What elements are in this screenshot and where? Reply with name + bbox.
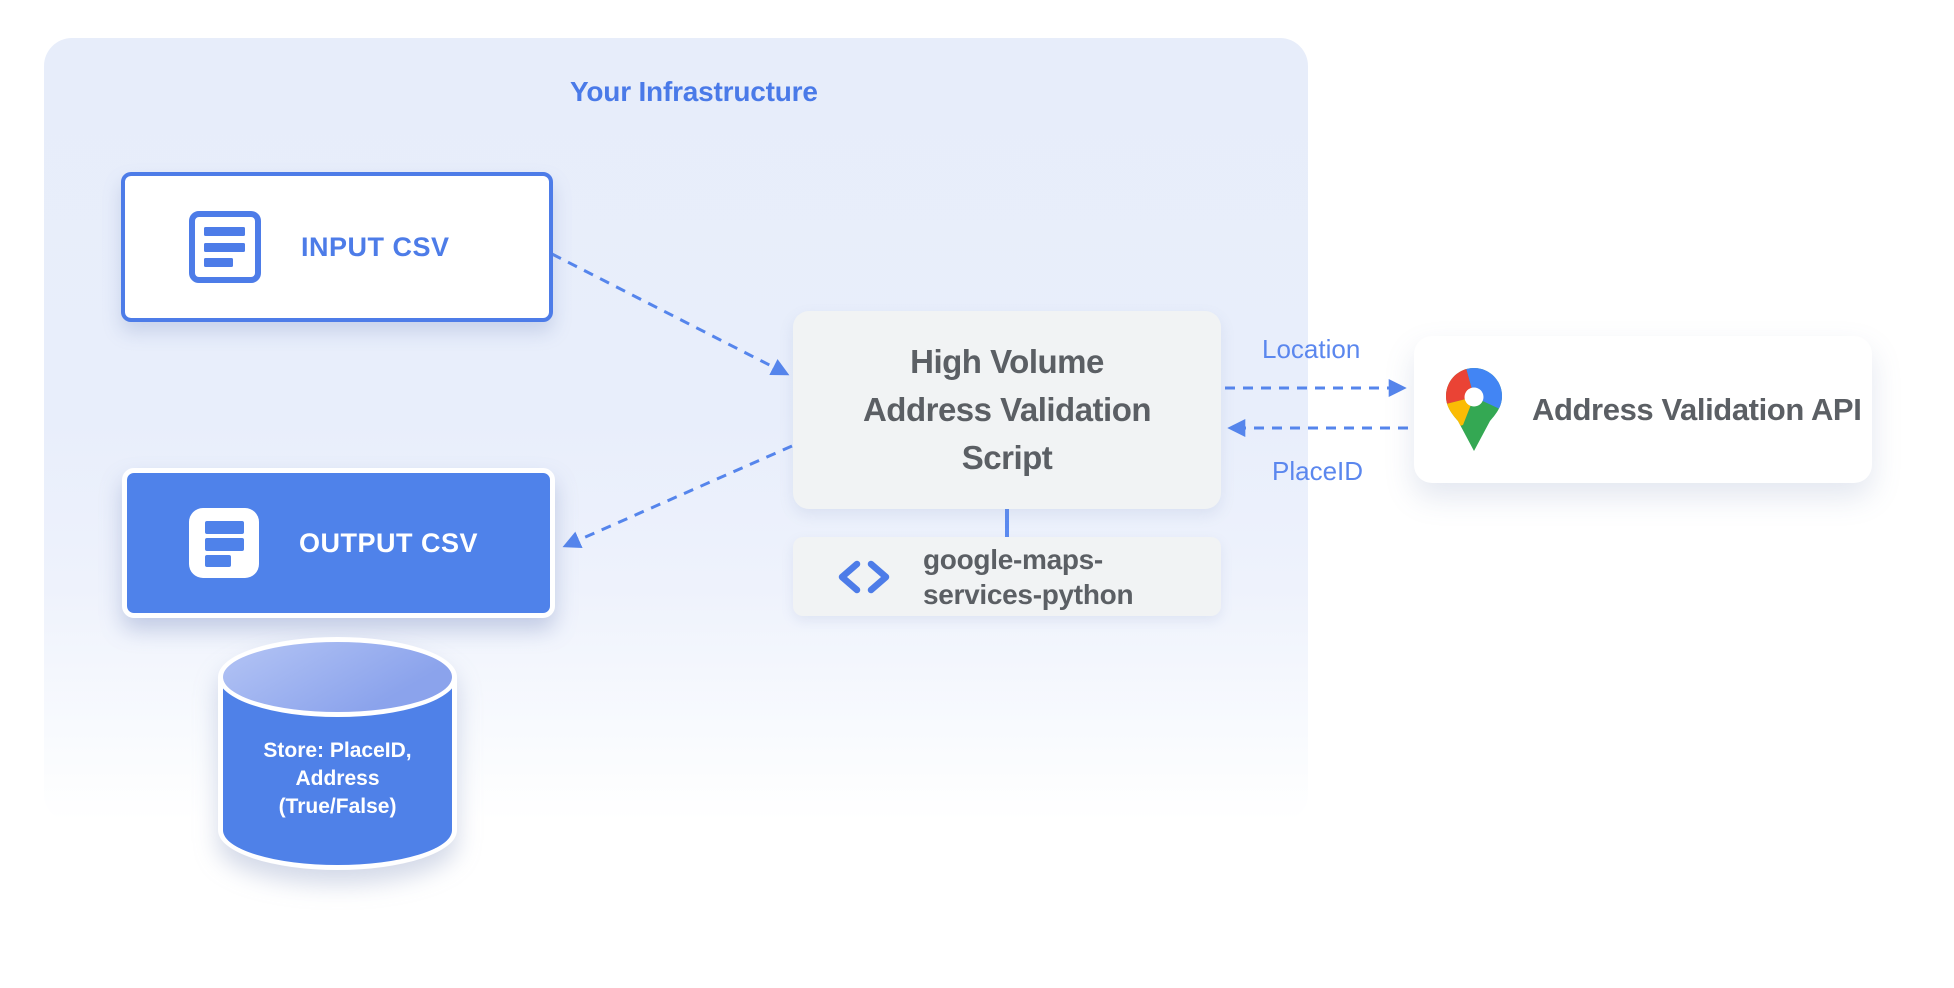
input-csv-node: INPUT CSV	[121, 172, 553, 322]
cylinder-top	[218, 637, 457, 717]
library-node: google-maps- services-python	[793, 537, 1221, 616]
library-label: google-maps- services-python	[923, 543, 1134, 610]
api-label: Address Validation API	[1532, 391, 1862, 427]
validation-script-node: High Volume Address Validation Script	[793, 311, 1221, 509]
document-icon	[189, 211, 261, 283]
script-label-line: Script	[961, 439, 1053, 476]
output-csv-node: OUTPUT CSV	[122, 468, 555, 618]
cylinder-body	[218, 677, 457, 870]
datastore-label: Store: PlaceID, Address (True/False)	[263, 739, 412, 818]
placeid-edge-label: PlaceID	[1272, 456, 1364, 486]
location-edge-label: Location	[1262, 334, 1361, 364]
code-icon	[838, 560, 890, 593]
address-validation-api-node: Address Validation API	[1414, 336, 1872, 483]
datastore-cylinder: Store: PlaceID, Address (True/False)	[218, 637, 457, 872]
script-label-line: Address Validation	[862, 391, 1152, 428]
input-csv-label: INPUT CSV	[301, 231, 450, 262]
google-maps-pin-icon	[1446, 367, 1502, 451]
document-icon	[189, 508, 259, 578]
infrastructure-title: Your Infrastructure	[570, 76, 818, 107]
output-csv-label: OUTPUT CSV	[299, 527, 479, 558]
script-label-line: High Volume	[910, 343, 1104, 380]
